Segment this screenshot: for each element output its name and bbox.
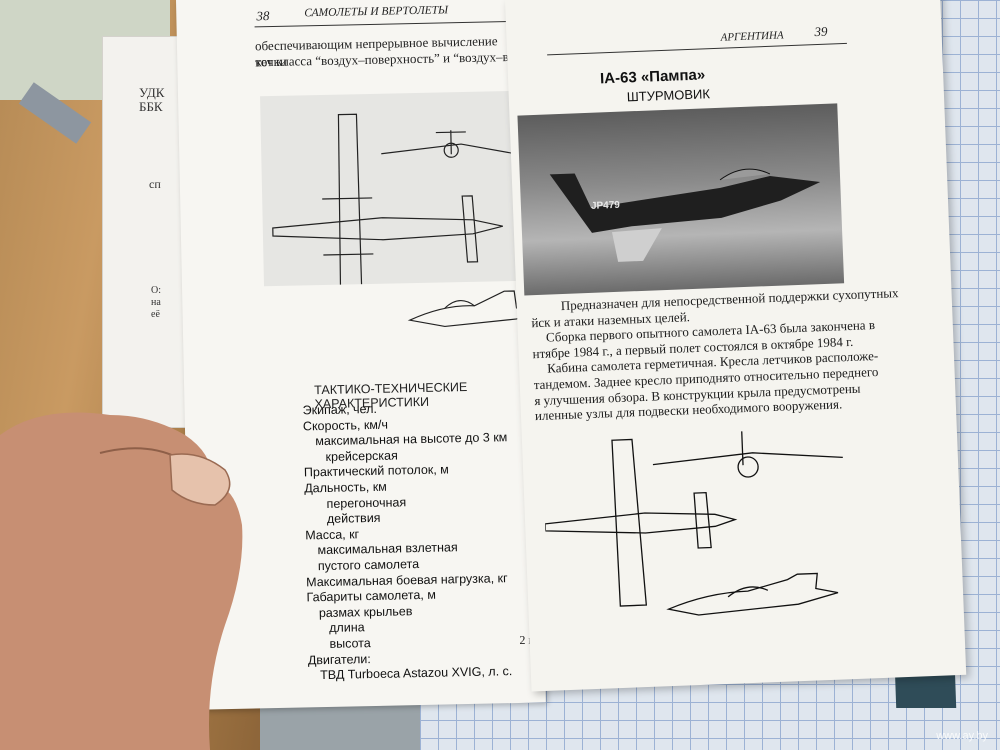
page-number: 38 xyxy=(256,8,270,24)
page-number: 39 xyxy=(814,23,828,40)
header-rule xyxy=(547,42,847,56)
aircraft-title: IA-63 «Пампа» xyxy=(599,66,706,88)
stack-line: УДК xyxy=(139,85,165,100)
tail-code: JP479 xyxy=(590,199,621,212)
aircraft-drawing-box xyxy=(260,90,526,336)
aircraft-three-view xyxy=(542,427,869,629)
aircraft-subtitle: ШТУРМОВИК xyxy=(626,86,711,105)
stack-line: её xyxy=(151,309,160,320)
running-head: АРГЕНТИНА xyxy=(720,29,784,44)
stack-line: О: xyxy=(151,285,161,296)
description: Предназначен для непосредственной поддер… xyxy=(531,285,903,424)
running-head: САМОЛЕТЫ И ВЕРТОЛЕТЫ xyxy=(304,4,449,20)
aircraft-photo: JP479 xyxy=(517,103,845,296)
right-page: АРГЕНТИНА 39 IA-63 «Пампа» ШТУРМОВИК JP4… xyxy=(505,0,967,692)
stack-line: ББК xyxy=(139,99,163,114)
watermark: www.ay.by xyxy=(936,730,988,742)
left-page: 38 САМОЛЕТЫ И ВЕРТОЛЕТЫ обеспечивающим н… xyxy=(176,0,546,710)
header-rule xyxy=(254,20,530,28)
stack-line: сп xyxy=(149,177,161,191)
hand xyxy=(0,412,243,750)
spec-line: ТВД Turboeca Astazou XVIG, л. с. xyxy=(320,664,513,683)
jet-silhouette xyxy=(549,168,821,262)
three-view-drawing xyxy=(272,113,522,336)
stack-line: на xyxy=(151,297,161,308)
specs-list: Экипаж, чел. Скорость, км/ч максимальная… xyxy=(302,399,512,684)
